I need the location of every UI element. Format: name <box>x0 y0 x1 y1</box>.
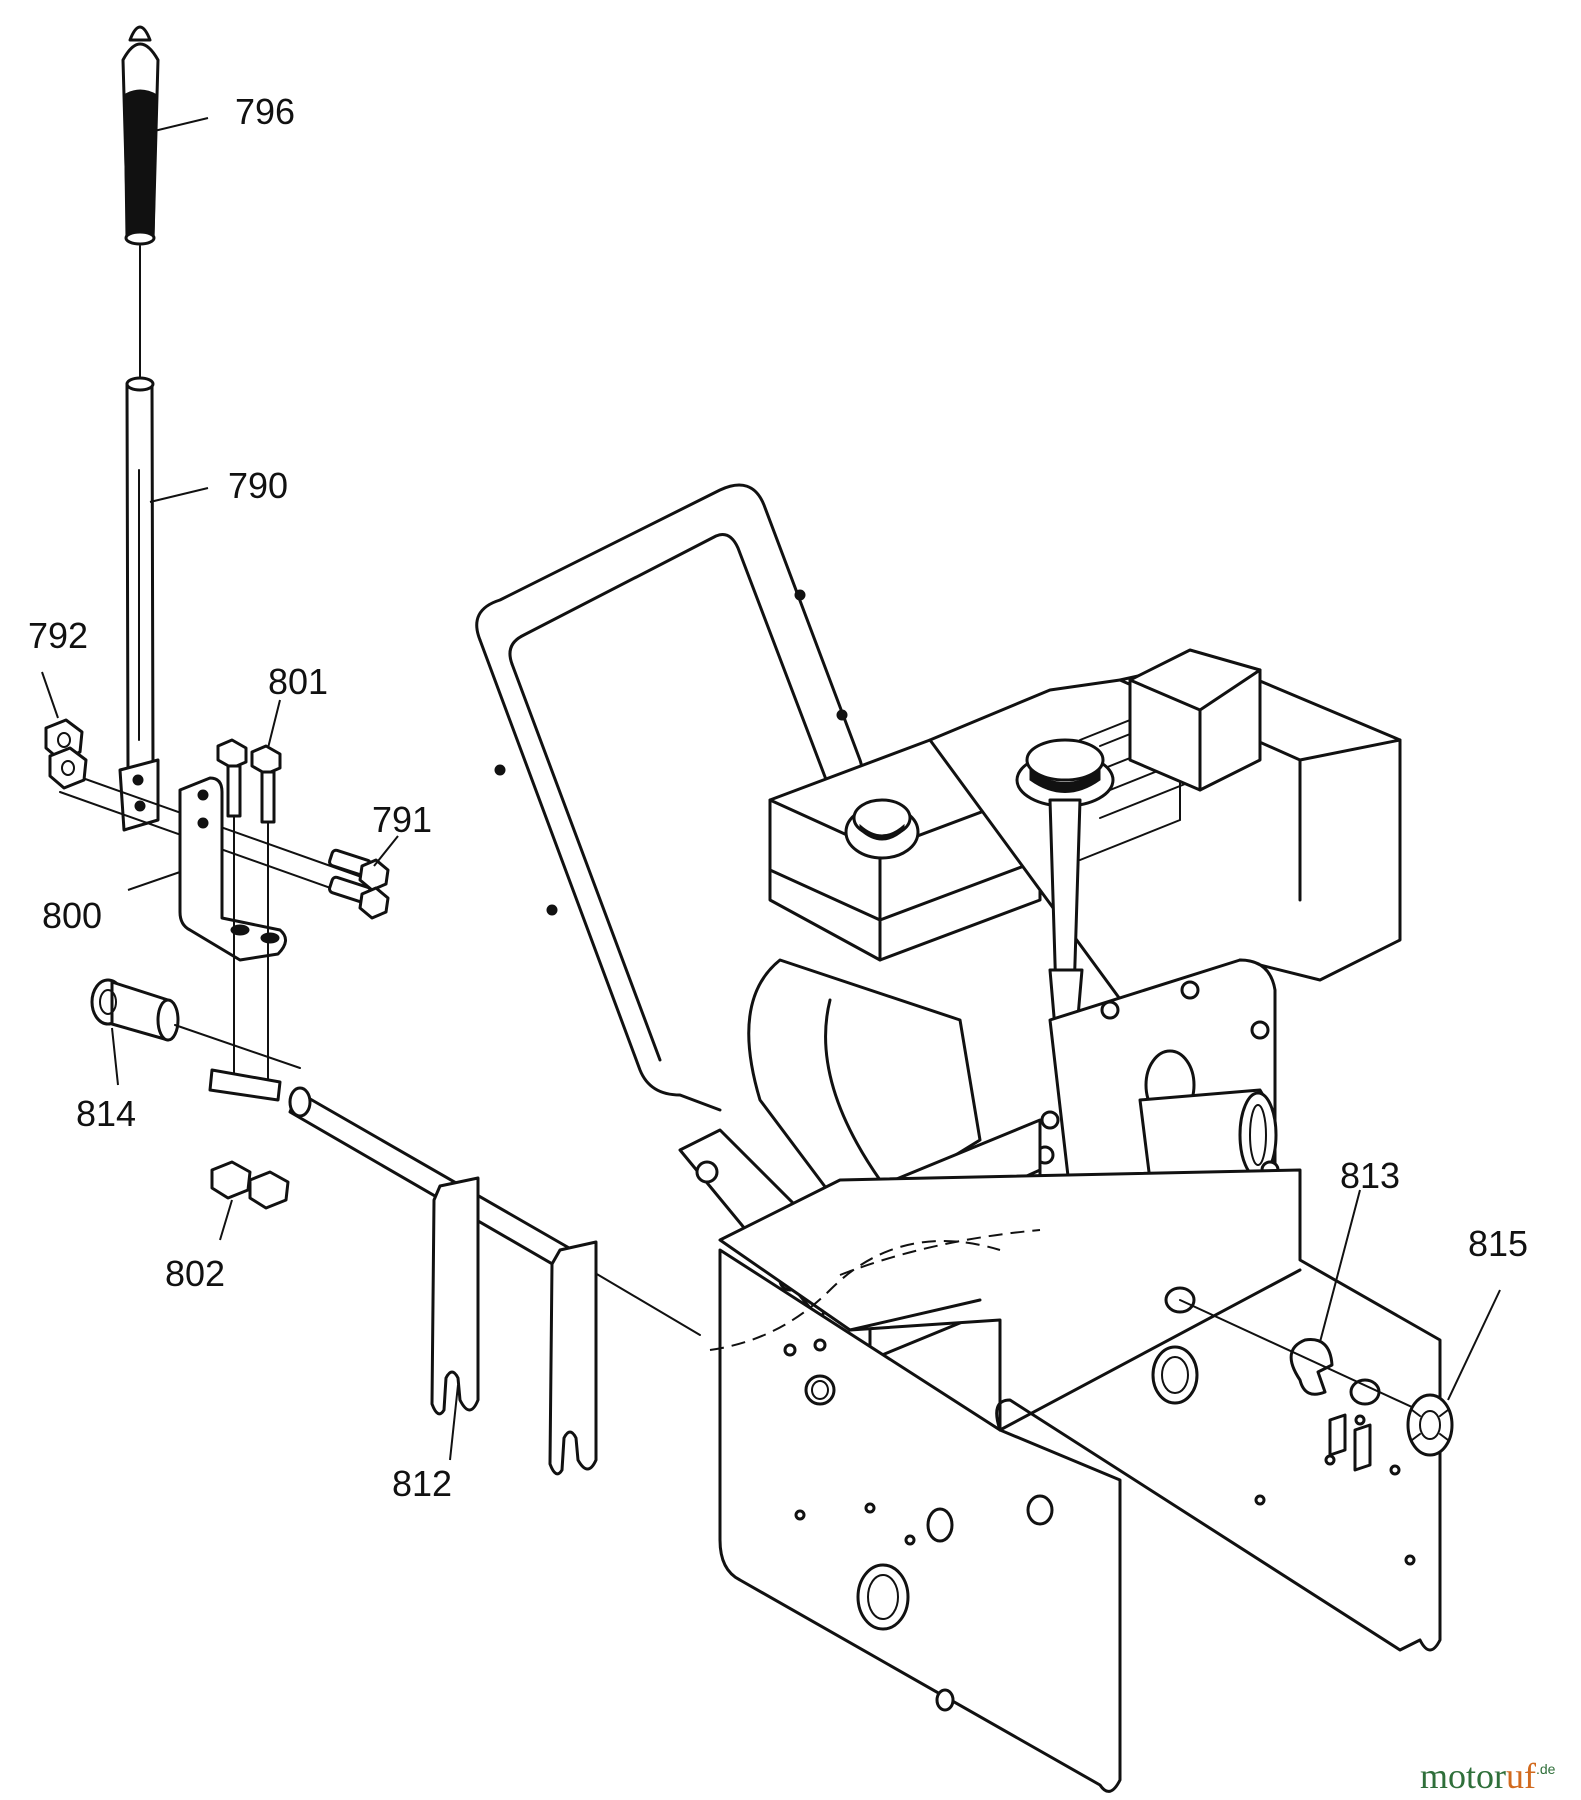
shift-rod <box>125 376 155 779</box>
callout-812: 812 <box>392 1463 452 1504</box>
bolts-801 <box>216 738 282 1081</box>
callout-813: 813 <box>1340 1155 1400 1196</box>
callout-790: 790 <box>228 465 288 506</box>
callout-802: 802 <box>165 1253 225 1294</box>
callout-814: 814 <box>76 1093 136 1134</box>
callout-796: 796 <box>235 91 295 132</box>
frame-plates <box>709 1168 1442 1793</box>
callout-800: 800 <box>42 895 102 936</box>
callout-801: 801 <box>268 661 328 702</box>
watermark: motoruf.de <box>1420 1756 1556 1796</box>
callout-792: 792 <box>28 615 88 656</box>
lever-grip <box>121 25 160 381</box>
e-ring-813 <box>1289 1338 1334 1396</box>
leader-lines <box>41 117 1501 1461</box>
shift-shaft-812 <box>208 1068 701 1476</box>
bracket-800 <box>178 776 287 962</box>
watermark-text: motoruf.de <box>1420 1756 1556 1796</box>
callout-labels: 796 790 792 801 791 800 814 802 812 813 … <box>28 91 1528 1504</box>
dipstick-tube <box>1015 738 1115 1062</box>
callout-815: 815 <box>1468 1223 1528 1264</box>
bushing-814 <box>90 978 301 1069</box>
lock-nuts-792 <box>44 718 88 790</box>
callout-791: 791 <box>372 799 432 840</box>
bolts-791 <box>328 848 390 920</box>
washer-815 <box>1406 1393 1454 1457</box>
nuts-802 <box>210 1160 290 1210</box>
